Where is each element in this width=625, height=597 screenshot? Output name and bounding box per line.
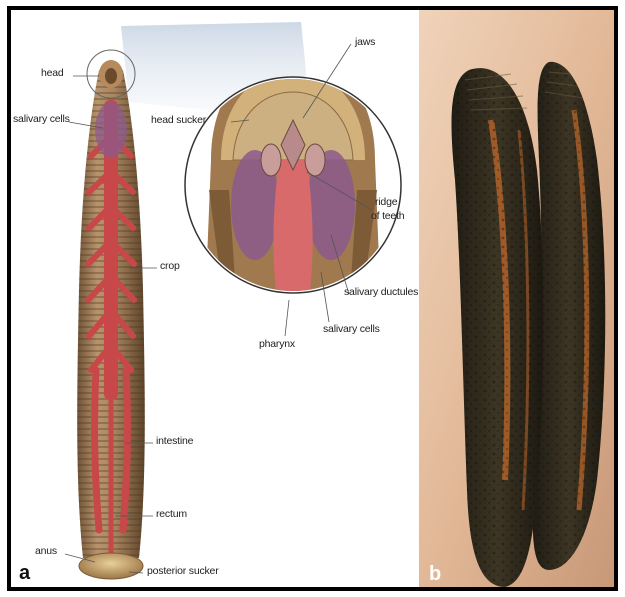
leech-photo [419, 10, 614, 587]
label-jaws: jaws [355, 36, 375, 48]
label-salivary-cells-left: salivary cells [13, 113, 70, 125]
panel-b-photo: b [419, 10, 614, 587]
label-pharynx: pharynx [259, 338, 295, 350]
label-anus: anus [35, 545, 57, 557]
figure-frame: head salivary cells crop intestine rectu… [7, 6, 618, 591]
leech-anatomy-diagram [11, 10, 419, 587]
panel-letter-a: a [19, 562, 30, 585]
label-intestine: intestine [156, 435, 193, 447]
posterior-sucker-diagram [79, 553, 143, 579]
panel-a-anatomy: head salivary cells crop intestine rectu… [11, 10, 419, 587]
label-crop: crop [160, 260, 180, 272]
label-of-teeth: of teeth [371, 210, 404, 222]
label-head-sucker: head sucker [151, 114, 206, 126]
panel-letter-b: b [429, 563, 441, 586]
label-posterior-sucker: posterior sucker [147, 565, 219, 577]
salivary-cells-diagram [95, 102, 127, 158]
label-ridge: ridge [375, 196, 397, 208]
label-rectum: rectum [156, 508, 187, 520]
label-salivary-ductules: salivary ductules [344, 286, 418, 298]
label-salivary-cells-right: salivary cells [323, 323, 380, 335]
label-head: head [41, 67, 64, 79]
